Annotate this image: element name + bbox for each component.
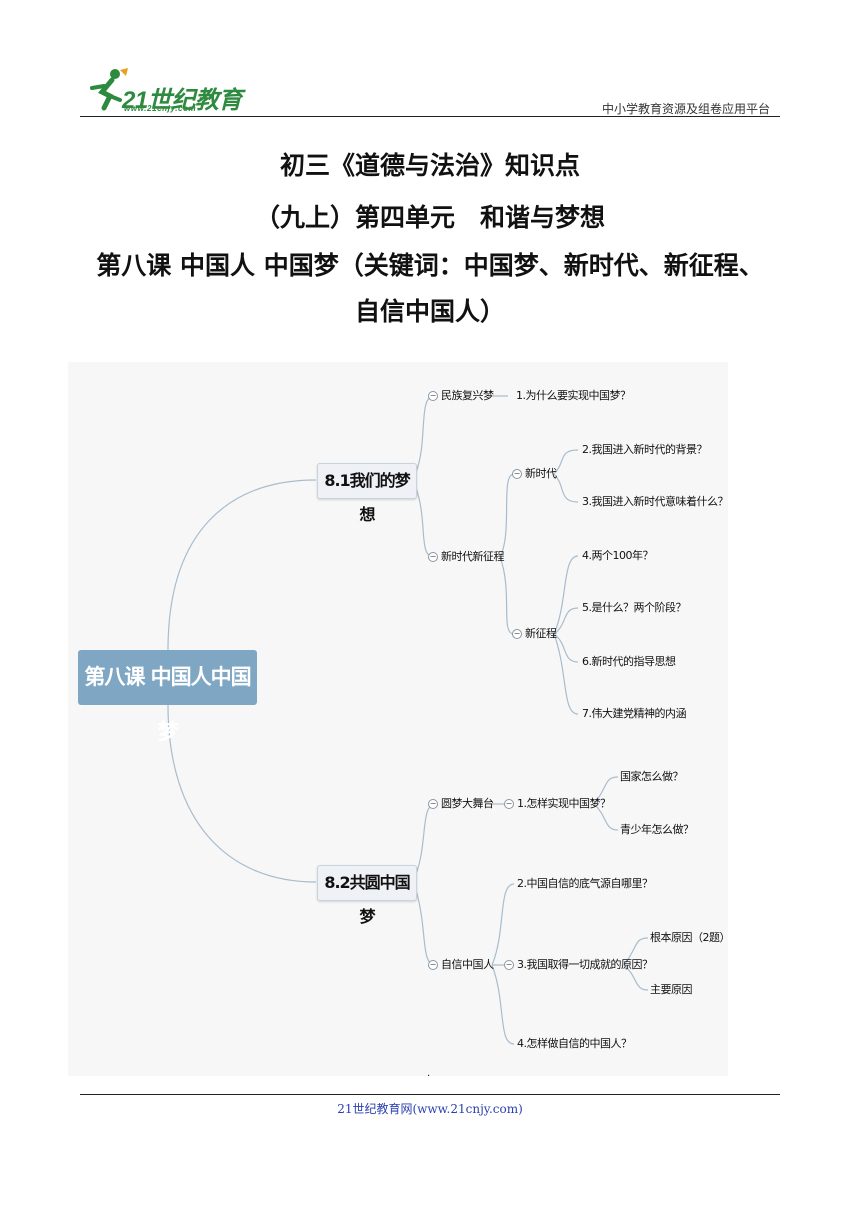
branch-label: 民族复兴梦 <box>441 389 494 402</box>
header-tagline: 中小学教育资源及组卷应用平台 <box>601 102 770 116</box>
branch-label: 新征程 <box>525 627 557 640</box>
header-divider <box>80 116 780 117</box>
leaf-label: 1.为什么要实现中国梦？ <box>516 389 631 402</box>
leaf-label: 2.中国自信的底气源自哪里？ <box>517 877 653 890</box>
title-line-4: 自信中国人） <box>354 297 505 326</box>
collapse-toggle-icon[interactable]: − <box>512 469 522 479</box>
leaf-label: 4.怎样做自信的中国人？ <box>517 1037 632 1050</box>
leaf-label: 7.伟大建党精神的内涵 <box>582 707 687 720</box>
leaf-label: 根本原因（2题） <box>650 931 731 944</box>
leaf-label: 1.怎样实现中国梦？ <box>517 797 611 810</box>
branch-label: 自信中国人 <box>441 958 494 971</box>
collapse-toggle-icon[interactable]: − <box>504 960 514 970</box>
title-line-1: 初三《道德与法治》知识点 <box>279 151 580 180</box>
runner-logo-icon <box>90 68 128 111</box>
section-8-2: 8.2共圆中国梦 <box>317 865 417 926</box>
collapse-toggle-icon[interactable]: − <box>512 629 522 639</box>
leaf-label: 4.两个100年？ <box>582 549 654 562</box>
branch-label: 新时代新征程 <box>441 550 505 563</box>
title-line-3: 第八课 中国人 中国梦（关键词：中国梦、新时代、新征程、 <box>96 251 764 280</box>
title-line-2: （九上）第四单元 和谐与梦想 <box>254 203 605 232</box>
collapse-toggle-icon[interactable]: − <box>428 960 438 970</box>
leaf-label: 青少年怎么做？ <box>620 823 694 836</box>
footer-link[interactable]: 21世纪教育网(www.21cnjy.com) <box>337 1102 523 1116</box>
branch-label: 新时代 <box>525 467 557 480</box>
leaf-label: 3.我国进入新时代意味着什么？ <box>582 495 729 508</box>
mind-map-root: 第八课 中国人中国梦 <box>78 650 257 744</box>
logo-url: www.21cnjy.com <box>124 104 197 113</box>
footer-divider <box>80 1094 780 1095</box>
mind-map: 第八课 中国人中国梦 8.1我们的梦想 8.2共圆中国梦 − 民族复兴梦 1.为… <box>68 362 731 1076</box>
collapse-toggle-icon[interactable]: − <box>428 799 438 809</box>
leaf-label: 2.我国进入新时代的背景？ <box>582 443 708 456</box>
collapse-toggle-icon[interactable]: − <box>504 799 514 809</box>
collapse-toggle-icon[interactable]: − <box>428 552 438 562</box>
leaf-label: 5.是什么？两个阶段？ <box>582 601 687 614</box>
leaf-label: 6.新时代的指导思想 <box>582 655 676 668</box>
collapse-toggle-icon[interactable]: − <box>428 391 438 401</box>
page-dot: . <box>427 1068 431 1079</box>
logo-text: 21世纪教育 <box>122 87 242 114</box>
leaf-label: 国家怎么做？ <box>620 770 684 783</box>
logo <box>82 66 242 116</box>
leaf-label: 3.我国取得一切成就的原因？ <box>517 958 653 971</box>
section-8-1: 8.1我们的梦想 <box>317 463 417 524</box>
leaf-label: 主要原因 <box>650 983 693 996</box>
branch-label: 圆梦大舞台 <box>441 797 494 810</box>
